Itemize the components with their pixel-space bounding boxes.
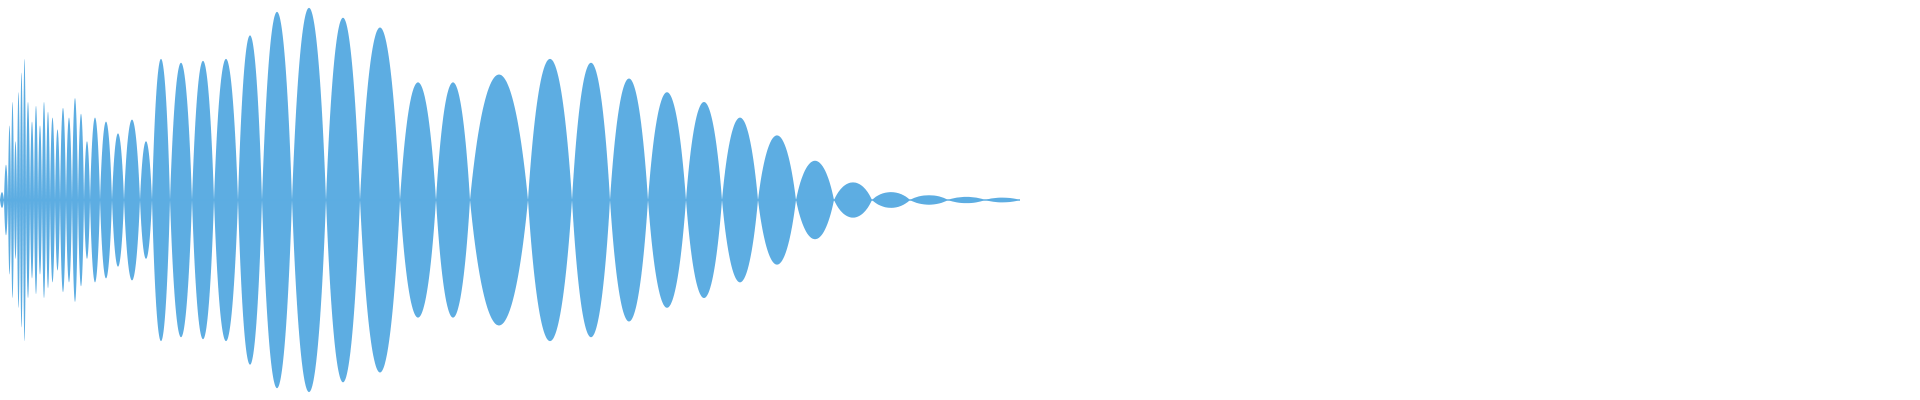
waveform-shape-group [0,7,1020,393]
